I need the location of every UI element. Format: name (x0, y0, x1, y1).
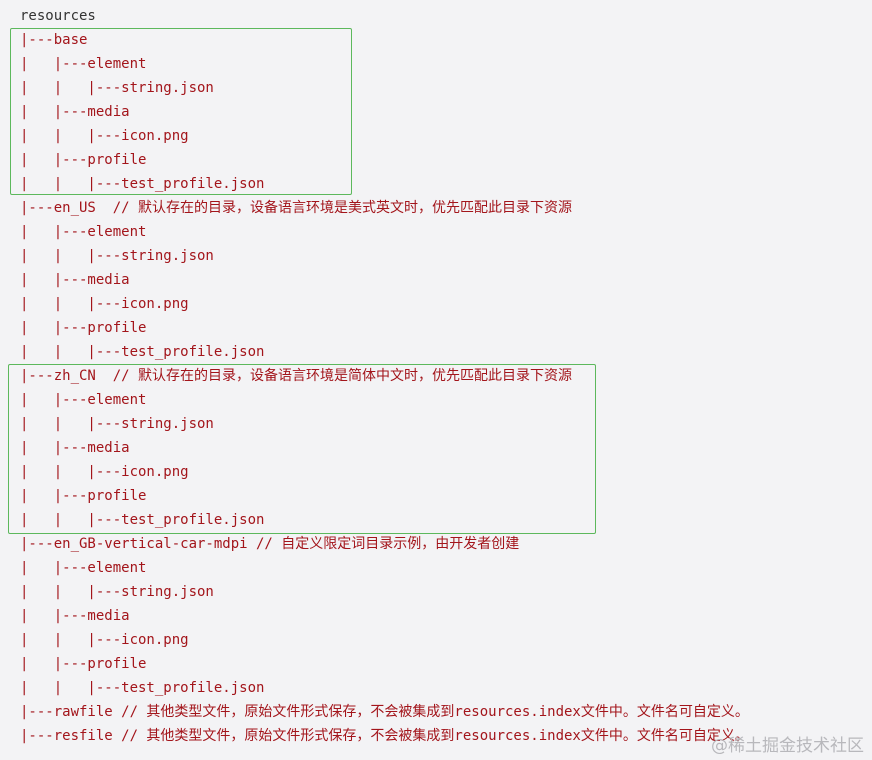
code-line: | | |---icon.png (20, 124, 860, 148)
code-line: |---resfile // 其他类型文件，原始文件形式保存，不会被集成到res… (20, 724, 860, 748)
tree-text: | | |---test_profile.json (20, 344, 265, 360)
code-line: | |---profile (20, 316, 860, 340)
code-line: | | |---icon.png (20, 628, 860, 652)
tree-text: |---en_GB-vertical-car-mdpi (20, 536, 248, 552)
tree-text: |---base (20, 32, 88, 48)
tree-text: | | |---string.json (20, 416, 214, 432)
code-line: | |---element (20, 388, 860, 412)
code-line-root: resources (20, 4, 860, 28)
code-line: | |---media (20, 436, 860, 460)
tree-text: | |---profile (20, 320, 147, 336)
tree-text: | |---profile (20, 656, 147, 672)
code-block: resources |---base | |---element | | |--… (20, 4, 860, 748)
tree-text: | | |---icon.png (20, 128, 189, 144)
tree-text: | |---element (20, 560, 147, 576)
code-line: | | |---string.json (20, 244, 860, 268)
tree-text: |---en_US (20, 200, 96, 216)
tree-text: | | |---test_profile.json (20, 512, 265, 528)
code-line: | |---profile (20, 148, 860, 172)
code-line: | |---element (20, 52, 860, 76)
code-line: | | |---test_profile.json (20, 172, 860, 196)
code-line: | | |---test_profile.json (20, 508, 860, 532)
tree-text: | | |---string.json (20, 80, 214, 96)
code-line: | |---media (20, 268, 860, 292)
tree-text: | |---media (20, 104, 130, 120)
code-line: | | |---icon.png (20, 460, 860, 484)
tree-text: | | |---test_profile.json (20, 176, 265, 192)
code-line: | | |---test_profile.json (20, 340, 860, 364)
code-line: | |---media (20, 604, 860, 628)
code-line: | |---media (20, 100, 860, 124)
root-label: resources (20, 8, 96, 24)
tree-text: | | |---icon.png (20, 464, 189, 480)
code-line: | | |---string.json (20, 412, 860, 436)
tree-text: | | |---icon.png (20, 632, 189, 648)
tree-text: | |---element (20, 56, 147, 72)
watermark: @稀土掘金技术社区 (711, 736, 864, 756)
tree-text: |---zh_CN (20, 368, 96, 384)
comment-text: // 其他类型文件，原始文件形式保存，不会被集成到resources.index… (112, 728, 749, 744)
tree-text: | | |---test_profile.json (20, 680, 265, 696)
code-line: |---base (20, 28, 860, 52)
tree-text: | | |---string.json (20, 584, 214, 600)
code-line: | | |---icon.png (20, 292, 860, 316)
comment-text: // 自定义限定词目录示例，由开发者创建 (247, 536, 520, 552)
comment-text: // 其他类型文件，原始文件形式保存，不会被集成到resources.index… (112, 704, 749, 720)
code-line: |---rawfile // 其他类型文件，原始文件形式保存，不会被集成到res… (20, 700, 860, 724)
code-line: | |---element (20, 220, 860, 244)
tree-text: | |---profile (20, 152, 147, 168)
tree-text: | |---element (20, 392, 147, 408)
comment-text: // 默认存在的目录，设备语言环境是简体中文时，优先匹配此目录下资源 (95, 368, 573, 384)
comment-text: // 默认存在的目录，设备语言环境是美式英文时，优先匹配此目录下资源 (95, 200, 573, 216)
tree-text: |---rawfile (20, 704, 113, 720)
code-line: | | |---string.json (20, 76, 860, 100)
tree-text: | |---media (20, 440, 130, 456)
code-line: | |---element (20, 556, 860, 580)
tree-text: | | |---icon.png (20, 296, 189, 312)
code-line: |---zh_CN // 默认存在的目录，设备语言环境是简体中文时，优先匹配此目… (20, 364, 860, 388)
code-line: | | |---string.json (20, 580, 860, 604)
tree-text: | |---media (20, 608, 130, 624)
code-line: | |---profile (20, 652, 860, 676)
code-line: |---en_US // 默认存在的目录，设备语言环境是美式英文时，优先匹配此目… (20, 196, 860, 220)
tree-text: | | |---string.json (20, 248, 214, 264)
code-line: |---en_GB-vertical-car-mdpi // 自定义限定词目录示… (20, 532, 860, 556)
tree-text: | |---element (20, 224, 147, 240)
tree-text: | |---profile (20, 488, 147, 504)
code-line: | |---profile (20, 484, 860, 508)
tree-text: | |---media (20, 272, 130, 288)
code-line: | | |---test_profile.json (20, 676, 860, 700)
tree-text: |---resfile (20, 728, 113, 744)
